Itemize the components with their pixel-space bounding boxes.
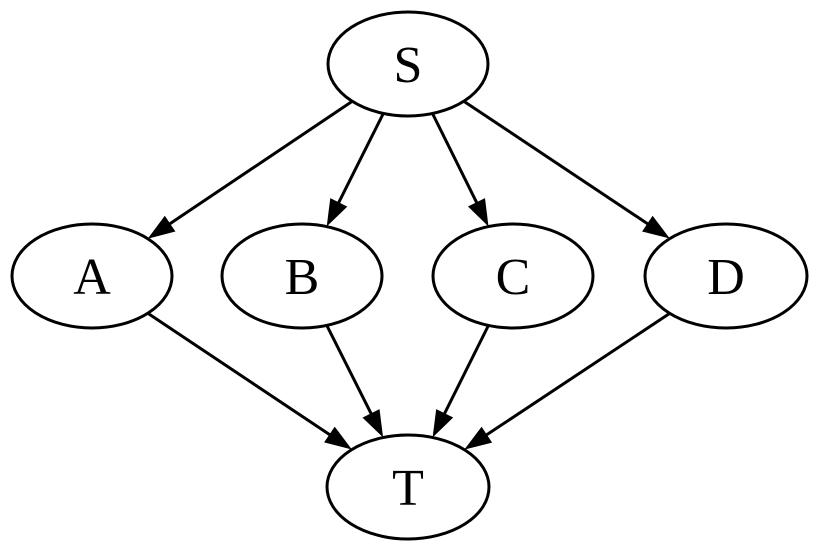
edge-line <box>146 312 332 437</box>
node-ellipse <box>220 222 384 330</box>
node-S: S <box>326 10 490 118</box>
arrowhead-icon <box>147 215 176 239</box>
node-ellipse <box>10 222 174 330</box>
edge-D-T <box>464 312 671 450</box>
node-D: D <box>643 222 809 330</box>
arrowhead-icon <box>326 198 348 227</box>
node-B: B <box>220 222 384 330</box>
node-C: C <box>431 222 595 330</box>
node-label-A: A <box>73 249 111 306</box>
node-label-T: T <box>392 460 424 517</box>
edge-line <box>462 99 650 226</box>
edge-S-B <box>326 112 385 227</box>
node-ellipse <box>326 10 490 118</box>
edge-line <box>167 100 354 226</box>
node-T: T <box>325 433 491 541</box>
edge-line <box>336 112 385 205</box>
node-label-D: D <box>707 249 745 306</box>
edge-S-D <box>462 99 670 239</box>
node-ellipse <box>643 222 809 330</box>
edge-A-T <box>146 312 352 450</box>
edge-S-A <box>147 100 354 239</box>
edge-S-C <box>431 112 489 227</box>
edge-C-T <box>432 324 490 438</box>
arrowhead-icon <box>362 409 384 438</box>
edge-line <box>442 324 490 416</box>
arrowhead-icon <box>468 198 489 227</box>
edge-line <box>431 112 479 205</box>
arrowhead-icon <box>324 426 352 450</box>
arrowhead-icon <box>464 426 493 450</box>
edge-line <box>484 312 671 438</box>
node-A: A <box>10 222 174 330</box>
node-label-B: B <box>285 249 320 306</box>
arrowhead-icon <box>432 409 454 438</box>
node-label-C: C <box>496 249 531 306</box>
edge-line <box>325 324 374 416</box>
edge-B-T <box>325 324 384 438</box>
arrowhead-icon <box>642 215 670 239</box>
node-label-S: S <box>394 37 423 94</box>
node-ellipse <box>325 433 491 541</box>
node-ellipse <box>431 222 595 330</box>
